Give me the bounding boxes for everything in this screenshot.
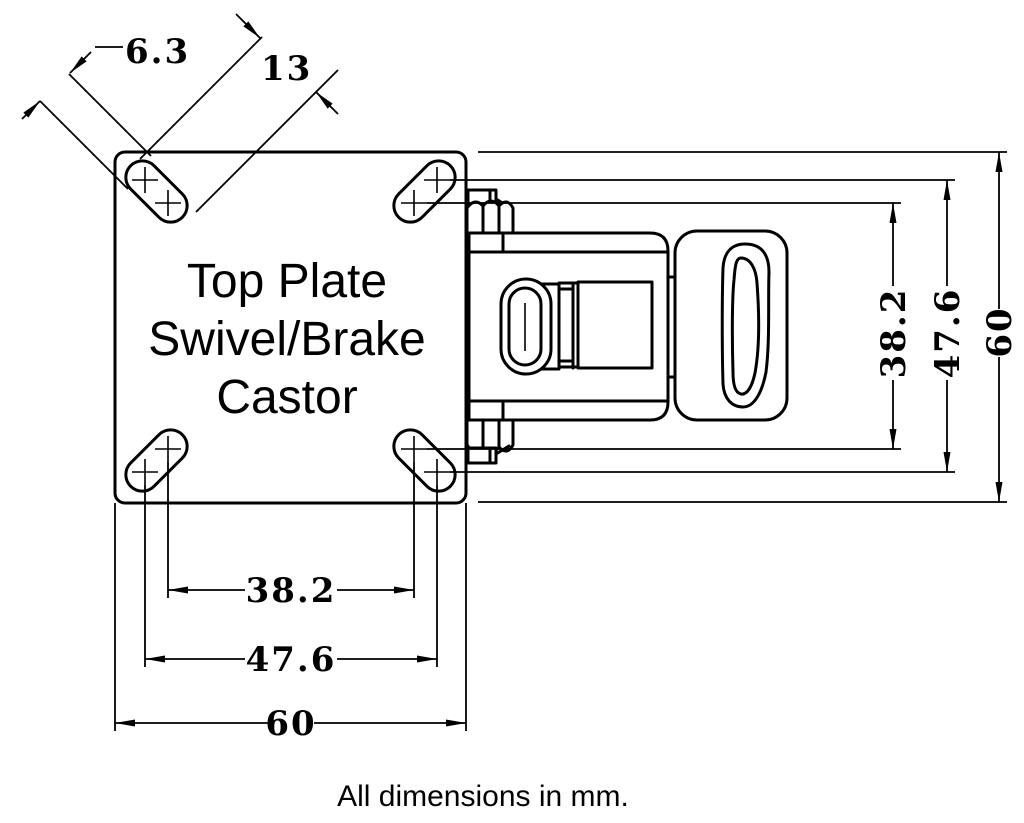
dim-text-overall-v: 60 (980, 306, 1020, 357)
arrowhead (995, 482, 1003, 502)
bottom-extension-lines (114, 462, 467, 731)
dim-bottom-overall: 60 (115, 704, 466, 744)
plate-label-line-3: Castor (216, 371, 357, 424)
arrowhead (943, 452, 951, 472)
slot-outline (124, 159, 189, 224)
pedal-grip-inner (730, 256, 761, 396)
hole-crosshairs (132, 167, 181, 216)
plate-label-line-1: Top Plate (187, 255, 387, 308)
bracket-fold-lines (467, 231, 669, 422)
washer (466, 446, 498, 465)
arrowhead (943, 180, 951, 200)
dim-text-overall-h: 60 (265, 704, 316, 744)
arrowhead (995, 152, 1003, 172)
castor-top-view (465, 188, 789, 465)
arrowhead (145, 655, 165, 663)
swivel-head (499, 277, 561, 376)
dim-text-slot-length: 13 (261, 49, 312, 89)
arrowhead (115, 719, 135, 727)
dim-bottom-inner-pitch: 38.2 (168, 571, 414, 611)
dim-bottom-outer-pitch: 47.6 (145, 640, 437, 680)
arrowhead (446, 719, 466, 727)
dim-right-outer-pitch: 47.6 (928, 180, 968, 472)
units-footnote: All dimensions in mm. (337, 780, 629, 813)
brake-pedal (666, 229, 789, 422)
arrowhead (394, 586, 414, 594)
arrowhead (23, 101, 40, 118)
right-extension-lines (427, 151, 1007, 503)
top-plate-outline (113, 150, 468, 505)
hole-crosshairs (401, 436, 450, 485)
dim-slot-width: 6.3 (21, 32, 190, 190)
kingpin-nut-lower (465, 418, 515, 465)
fork-leg-lines (557, 281, 580, 370)
wheel-top-view (576, 280, 654, 370)
dim-text-inner-pitch-h: 38.2 (246, 571, 337, 611)
arrowhead (243, 21, 260, 38)
dim-text-outer-pitch-h: 47.6 (246, 640, 337, 680)
swivel-head-ears (540, 282, 561, 371)
kingpin-nut-upper (465, 188, 515, 235)
fork-leg (557, 281, 580, 370)
hex-nut-facets (481, 204, 501, 235)
hole-crosshairs (401, 167, 450, 216)
dim-text-outer-pitch-v: 47.6 (928, 288, 968, 379)
dim-text-inner-pitch-v: 38.2 (874, 288, 914, 379)
arrowhead (168, 586, 188, 594)
hex-nut-facets (481, 418, 501, 449)
top-plate-view: Top Plate Swivel/Brake Castor (113, 150, 468, 505)
arrowhead (889, 429, 897, 449)
plate-label-line-2: Swivel/Brake (148, 313, 425, 366)
dim-right-inner-pitch: 38.2 (874, 203, 914, 449)
arrowhead (889, 203, 897, 223)
arrowhead (316, 92, 333, 109)
washer-detail (488, 444, 511, 465)
dim-right-overall: 60 (980, 152, 1020, 502)
plate-label: Top Plate Swivel/Brake Castor (148, 255, 425, 424)
hole-crosshairs (132, 436, 181, 485)
dim-slot-length: 13 (139, 13, 339, 213)
dim-text-slot-width: 6.3 (125, 32, 190, 72)
slot-hole-top-left (124, 159, 189, 224)
arrowhead (70, 56, 87, 73)
arrowhead (417, 655, 437, 663)
dim-lines (139, 13, 339, 213)
hex-nut (465, 199, 515, 235)
dimension-annotations: 6.3 13 38.2 47.6 (21, 13, 1020, 744)
